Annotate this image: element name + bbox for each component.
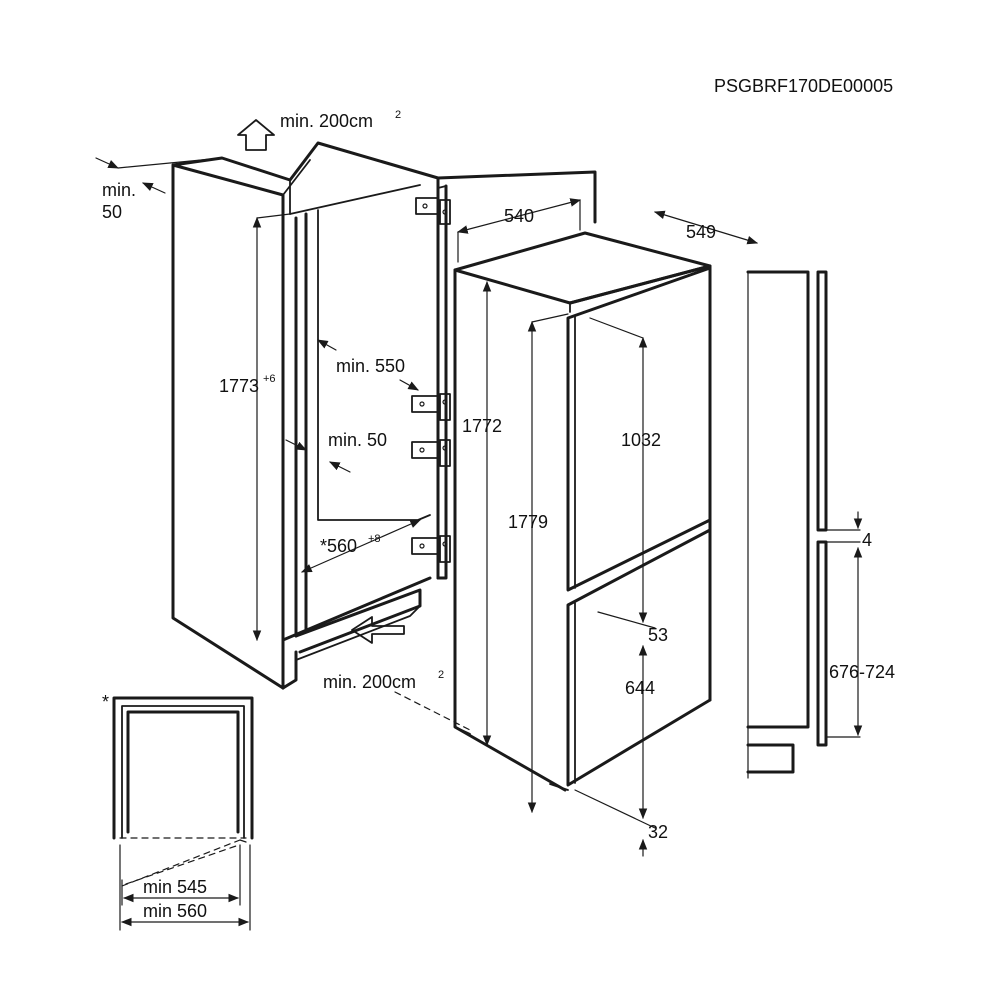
vent-top-label: min. 200cm (280, 111, 373, 131)
min-560-label: min 560 (143, 901, 207, 921)
frame-height-label: 1779 (508, 512, 548, 532)
document-code: PSGBRF170DE00005 (714, 76, 893, 96)
furniture-door (436, 170, 597, 580)
min-545-label: min 545 (143, 877, 207, 897)
niche-height-label: 1773 (219, 376, 259, 396)
hinges (411, 197, 451, 563)
depth-549-label: 549 (686, 222, 716, 242)
range-height-label: 676-724 (829, 662, 895, 682)
ventilation-top-arrow (237, 119, 275, 151)
gap-min-label: min. 50 (328, 430, 387, 450)
upper-door-label: 1032 (621, 430, 661, 450)
depth-min-label: min. 550 (336, 356, 405, 376)
cabinet-left-panel (171, 163, 285, 690)
niche-height-sup: +6 (263, 373, 276, 385)
vent-top-sup: 2 (395, 109, 401, 121)
niche-width-dimension (301, 519, 421, 573)
appliance-height-label: 1772 (462, 416, 502, 436)
vent-bottom-sup: 2 (438, 669, 444, 681)
hinge-2 (411, 393, 451, 421)
lower-door-label: 644 (625, 678, 655, 698)
door-gap-label: 53 (648, 625, 668, 645)
min-value: 50 (102, 202, 122, 222)
plan-view (112, 696, 254, 931)
lower-door (566, 528, 712, 787)
depth-549-dimension (653, 210, 759, 245)
asterisk-mark: * (102, 692, 109, 712)
depth-540-dimension (456, 198, 582, 234)
hinge-1 (415, 197, 451, 225)
min-label: min. (102, 180, 136, 200)
hinge-4 (411, 535, 451, 563)
side-profile (746, 270, 861, 779)
niche-width-sup: +8 (368, 533, 381, 545)
hinge-3 (411, 439, 451, 467)
vent-bottom-label: min. 200cm (323, 672, 416, 692)
ventilation-bottom-arrow (351, 616, 405, 644)
gap-4-label: 4 (862, 530, 872, 550)
niche-cabinet (171, 141, 440, 690)
appliance (453, 231, 712, 792)
niche-width-label: *560 (320, 536, 357, 556)
depth-540-label: 540 (504, 206, 534, 226)
appliance-top (453, 231, 712, 305)
bottom-offset-label: 32 (648, 822, 668, 842)
upper-door (566, 266, 712, 592)
